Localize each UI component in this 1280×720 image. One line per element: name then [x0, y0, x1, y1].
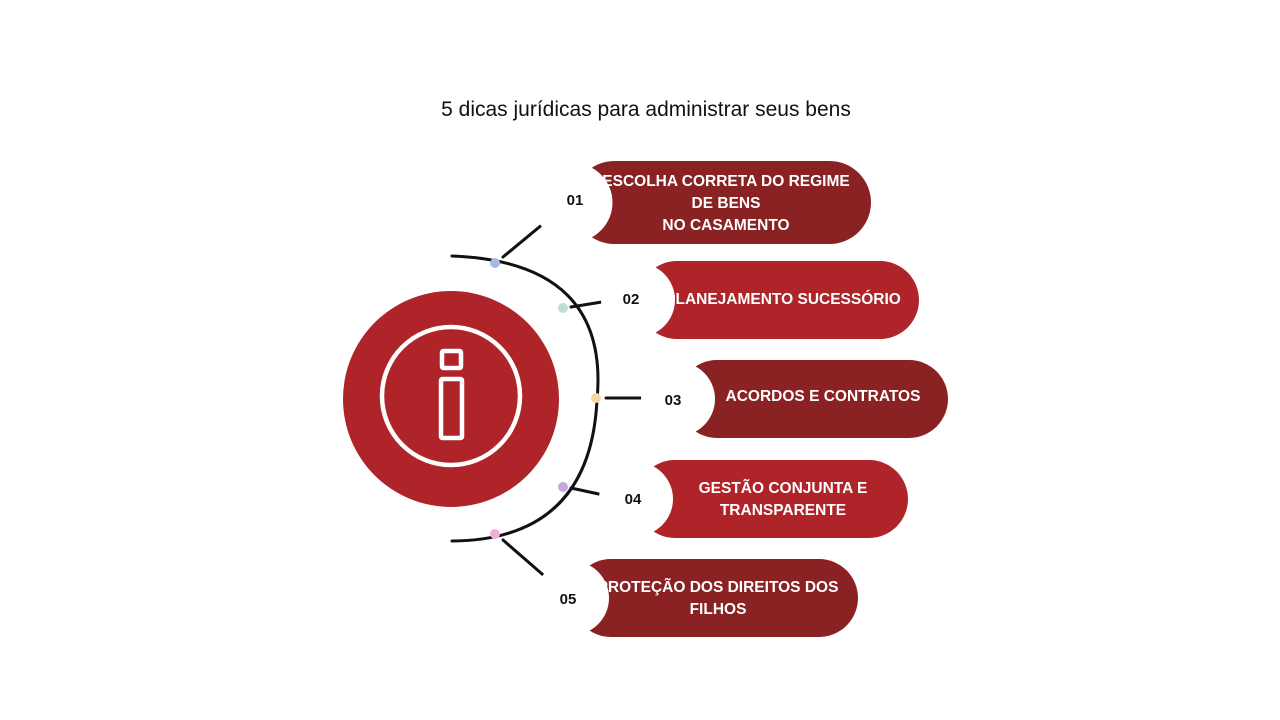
tip-number-notch — [641, 362, 715, 436]
arc-dot — [558, 303, 568, 313]
tip-item: 04 GESTÃO CONJUNTA E TRANSPARENTE — [599, 460, 908, 538]
tip-label-line: NO CASAMENTO — [662, 217, 789, 234]
tip-number: 01 — [567, 192, 584, 209]
tip-pill — [678, 360, 948, 438]
tip-number-notch — [533, 163, 613, 242]
tip-label-line: GESTÃO CONJUNTA E — [699, 479, 868, 497]
arc-dot — [490, 529, 500, 539]
tip-number: 03 — [665, 392, 682, 409]
info-icon — [379, 324, 523, 468]
page-title: 5 dicas jurídicas para administrar seus … — [441, 98, 851, 121]
arc-dots — [490, 258, 601, 539]
tip-pill — [636, 460, 908, 538]
tip-label-line: TRANSPARENTE — [720, 502, 846, 519]
arc-dot — [490, 258, 500, 268]
tip-label-line: ACORDOS E CONTRATOS — [726, 388, 921, 405]
tip-label-line: ESCOLHA CORRETA DO REGIME — [602, 173, 849, 190]
arc-dot — [591, 393, 601, 403]
tip-label-line: PROTEÇÃO DOS DIREITOS DOS — [598, 578, 839, 596]
tip-pill — [638, 261, 919, 339]
tip-number: 02 — [623, 291, 640, 308]
info-badge — [343, 291, 559, 507]
tip-item: 01 ESCOLHA CORRETA DO REGIME DE BENS NO CAS… — [533, 161, 871, 244]
tip-number-notch — [601, 263, 675, 337]
tip-number-notch — [535, 561, 609, 635]
tip-item: 03 ACORDOS E CONTRATOS — [641, 360, 948, 438]
tip-label-line: DE BENS — [692, 195, 761, 212]
tip-number: 05 — [560, 591, 577, 608]
tip-label-line: PLANEJAMENTO SUCESSÓRIO — [665, 290, 901, 308]
tip-item: 05 PROTEÇÃO DOS DIREITOS DOS FILHOS — [535, 559, 858, 637]
arc-dot — [558, 482, 568, 492]
info-badge-circle — [343, 291, 559, 507]
tip-number: 04 — [625, 491, 642, 508]
tip-label-line: FILHOS — [690, 601, 747, 618]
tip-pill — [572, 559, 858, 637]
tips-list: 01 ESCOLHA CORRETA DO REGIME DE BENS NO CAS… — [533, 161, 948, 637]
connector-line — [501, 538, 551, 582]
tip-item: 02 PLANEJAMENTO SUCESSÓRIO — [601, 261, 919, 339]
tip-pill — [573, 161, 871, 244]
tip-number-notch — [599, 462, 673, 536]
